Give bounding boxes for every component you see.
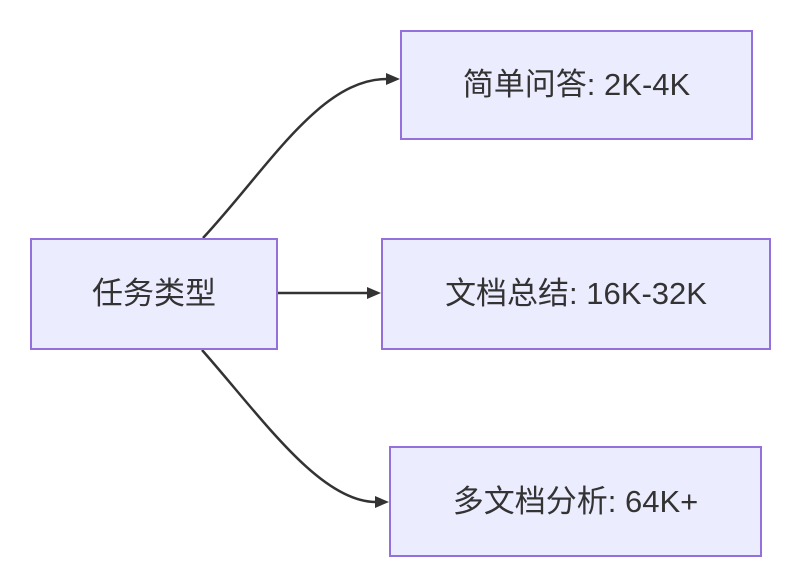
node-simple-qa-label: 简单问答: 2K-4K	[462, 67, 691, 103]
node-doc-summary: 文档总结: 16K-32K	[381, 238, 771, 350]
edge-root-to-simple-qa	[202, 73, 400, 239]
node-multi-doc-analysis-label: 多文档分析: 64K+	[452, 483, 699, 519]
edge-root-to-multi-doc	[201, 349, 389, 508]
node-doc-summary-label: 文档总结: 16K-32K	[445, 276, 707, 312]
node-multi-doc-analysis: 多文档分析: 64K+	[389, 446, 762, 557]
node-task-type-label: 任务类型	[92, 276, 216, 312]
node-task-type: 任务类型	[30, 238, 278, 350]
node-simple-qa: 简单问答: 2K-4K	[400, 30, 753, 140]
